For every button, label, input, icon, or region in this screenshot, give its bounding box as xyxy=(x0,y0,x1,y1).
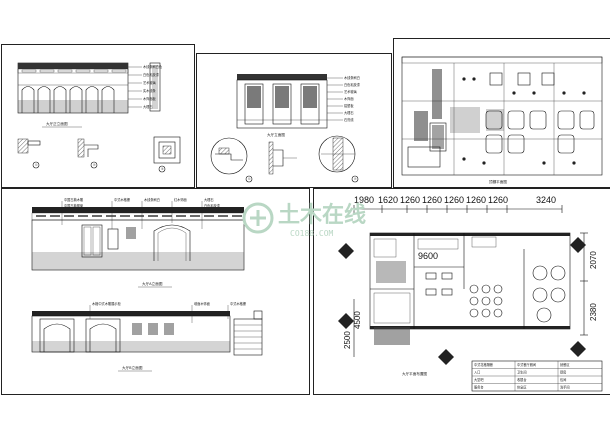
floor-plan-tables xyxy=(425,265,566,323)
legend-item: 厨房 xyxy=(560,370,566,375)
elevation-a-doors xyxy=(81,224,191,261)
detail-a-callout: 木线条刷白色 xyxy=(143,64,163,69)
top-dimension: 1260 xyxy=(400,195,420,205)
detail-a-section-label: ① xyxy=(35,163,38,167)
detail-a-section-label: ② xyxy=(93,163,96,167)
watermark-url: CO188.COM xyxy=(290,229,334,238)
sheet-detail-b: 木线条刷白 白色乳胶漆 艺术玻璃 木饰面 铝塑板 大理石 石膏线 大厅立面图 ① xyxy=(196,53,392,188)
detail-b-circle-2: ② xyxy=(318,135,359,183)
ceiling-fixtures xyxy=(407,69,555,168)
ceiling-booths xyxy=(485,110,595,154)
elevation-b-leaders: 木格中式木雕展示柜 墙面木饰面 中式木格栅 xyxy=(89,301,247,323)
elevation-b-callout: 木格中式木雕展示柜 xyxy=(92,301,121,306)
detail-b-mid-section xyxy=(268,141,297,175)
detail-b-callout: 大理石 xyxy=(344,110,354,115)
elevation-a-callout: 中式木格栅 xyxy=(114,197,131,202)
top-dimension: 1260 xyxy=(422,195,442,205)
right-dimension: 2380 xyxy=(589,303,598,321)
detail-a-callout: 白色乳胶漆 xyxy=(143,72,160,77)
legend-item: 包间 xyxy=(560,377,566,382)
sheet-ceiling-plan: 顶棚平面图 xyxy=(393,38,610,188)
sheet-detail-a: 木线条刷白色 白色乳胶漆 艺术玻璃 实木线条 木饰面板 大理石 大厅正立面图 ① xyxy=(1,44,195,188)
elevation-a-callout: 红木饰面 xyxy=(174,197,187,202)
elevation-a-pattern-band xyxy=(31,212,245,221)
detail-a-caption: 大厅正立面图 xyxy=(46,121,68,126)
elevation-b-callout: 中式木格栅 xyxy=(230,301,247,306)
legend-item: 卫生间 xyxy=(517,370,527,375)
elevation-b-wall xyxy=(31,315,231,353)
inner-dimension: 9600 xyxy=(418,251,438,261)
watermark-logo xyxy=(242,202,274,234)
detail-b-drawing: 木线条刷白 白色乳胶漆 艺术玻璃 木饰面 铝塑板 大理石 石膏线 大厅立面图 ① xyxy=(210,74,361,183)
elevation-b-caption: 大厅B立面图 xyxy=(122,365,143,370)
elevations-drawing: 中国古典木雕 中国古典图案 中式木格栅 木线条刷白 红木饰面 大理石 白色乳胶漆… xyxy=(31,197,263,372)
detail-a-section-1: ① xyxy=(17,138,41,169)
legend-item: 中式花格隔断 xyxy=(474,362,494,367)
legend-item: 洗手间 xyxy=(560,385,570,390)
floor-plan-drawing: 1980 1620 1260 1260 1260 1260 1260 3240 … xyxy=(338,195,603,392)
detail-a-drawing: 木线条刷白色 白色乳胶漆 艺术玻璃 实木线条 木饰面板 大理石 大厅正立面图 ① xyxy=(17,62,181,173)
detail-b-callout: 艺术玻璃 xyxy=(344,89,358,94)
legend-item: 休息区 xyxy=(517,385,527,390)
top-dimension: 3240 xyxy=(536,195,556,205)
elevation-b-callout: 墙面木饰面 xyxy=(194,301,210,306)
legend-item: 就餐区 xyxy=(560,362,570,367)
top-dimension: 1260 xyxy=(488,195,508,205)
detail-a-section-2: ② xyxy=(77,138,99,169)
floor-plan-rooms xyxy=(370,233,525,345)
sheet-floor-plan: 1980 1620 1260 1260 1260 1260 1260 3240 … xyxy=(313,188,610,395)
elevation-a-callout: 白色乳胶漆 xyxy=(204,203,221,208)
ceiling-lights xyxy=(462,77,586,165)
detail-b-panels xyxy=(237,83,327,125)
right-dimension: 2070 xyxy=(589,251,598,269)
top-dimension: 1260 xyxy=(466,195,486,205)
elevation-b-arches xyxy=(39,318,174,353)
elevation-a-callout: 中国古典图案 xyxy=(64,203,84,208)
watermark-text: 土木在线 xyxy=(278,202,366,228)
legend-item: 入口 xyxy=(474,371,480,375)
elevation-a-wall xyxy=(31,219,245,271)
detail-b-leaders: 木线条刷白 白色乳胶漆 艺术玻璃 木饰面 铝塑板 大理石 石膏线 xyxy=(327,75,361,122)
top-dimension: 1260 xyxy=(444,195,464,205)
detail-b-callout: 铝塑板 xyxy=(344,103,354,108)
ceiling-plan-caption: 顶棚平面图 xyxy=(489,179,507,184)
detail-b-section-label: ② xyxy=(354,177,357,181)
top-dimension: 1620 xyxy=(378,195,398,205)
legend-item: 大堂吧 xyxy=(474,377,484,382)
left-dimension: 4500 xyxy=(353,311,362,329)
detail-b-callout: 石膏线 xyxy=(344,117,354,122)
elevation-a-dado xyxy=(32,252,244,270)
detail-a-pattern-band xyxy=(21,69,127,73)
section-markers xyxy=(338,237,586,365)
elevation-a-callout: 中国古典木雕 xyxy=(64,197,84,202)
detail-a-wainscot xyxy=(18,84,128,113)
detail-a-section-3: ③ xyxy=(153,136,181,173)
floor-plan-legend: 中式花格隔断 入口 大堂吧 服务台 中式餐厅雅间 卫生间 收银台 休息区 就餐区… xyxy=(471,360,603,392)
elevation-a-callout: 木线条刷白 xyxy=(144,197,160,202)
detail-b-callout: 木饰面 xyxy=(344,96,354,101)
detail-a-callout: 大理石 xyxy=(143,104,153,109)
detail-a-section-label: ③ xyxy=(161,167,164,171)
detail-b-section-label: ① xyxy=(248,177,251,181)
elevation-a-caption: 大厅A立面图 xyxy=(142,281,163,286)
elevation-a-leaders: 中国古典木雕 中国古典图案 中式木格栅 木线条刷白 红木饰面 大理石 白色乳胶漆 xyxy=(61,197,221,229)
floor-plan-caption: 大厅平面布置图 xyxy=(402,371,428,376)
elevation-a-callout: 大理石 xyxy=(204,197,214,202)
legend-item: 服务台 xyxy=(474,385,484,390)
detail-b-caption: 大厅立面图 xyxy=(267,132,285,137)
legend-item: 中式餐厅雅间 xyxy=(517,362,536,367)
ceiling-plan-drawing: 顶棚平面图 xyxy=(401,56,603,184)
legend-item: 收银台 xyxy=(517,377,527,382)
left-dimension: 2500 xyxy=(343,331,352,349)
detail-b-callout: 白色乳胶漆 xyxy=(344,82,361,87)
detail-a-column xyxy=(149,62,161,112)
top-dimension-line xyxy=(353,205,563,213)
detail-b-circle-1: ① xyxy=(210,137,253,183)
top-dimension: 1980 xyxy=(354,195,374,205)
detail-b-callout: 木线条刷白 xyxy=(344,75,360,80)
watermark: 土木在线 CO188.COM xyxy=(242,202,366,238)
elevation-b-stair xyxy=(233,310,263,356)
